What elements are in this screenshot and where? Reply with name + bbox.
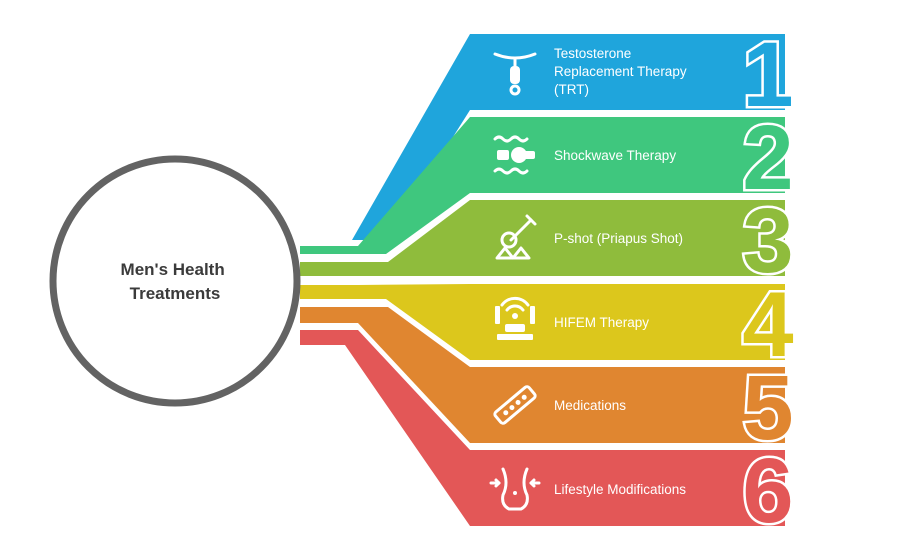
- treatment-item-shockwave: Shockwave Therapy 2: [493, 105, 796, 212]
- hifem-label-line1: HIFEM Therapy: [554, 315, 649, 330]
- iud-device-icon: [493, 52, 537, 96]
- hub-ring: [49, 155, 301, 407]
- hub-circle-fill: [53, 159, 297, 403]
- treatment-number-1: 1: [742, 24, 793, 126]
- ribbon-lifestyle: [300, 330, 785, 526]
- hub-title-line1: Men's Health: [121, 260, 225, 279]
- treatment-ribbons: [300, 34, 785, 526]
- ribbon-medications: [300, 307, 785, 443]
- treatment-label-lifestyle: Lifestyle Modifications: [554, 482, 686, 497]
- hifem-machine-icon: [495, 296, 535, 340]
- ribbon-p-shot: [300, 200, 785, 276]
- treatment-item-p-shot: P-shot (Priapus Shot) 3: [495, 188, 796, 295]
- ribbon-hifem: [300, 284, 785, 360]
- hub-title-line2: Treatments: [130, 284, 221, 303]
- treatment-label-medications: Medications: [554, 398, 626, 413]
- shockwave-device-icon: [493, 135, 535, 175]
- treatment-label-p-shot: P-shot (Priapus Shot): [554, 231, 683, 246]
- treatment-label-hifem: HIFEM Therapy: [554, 315, 649, 330]
- ribbon-shockwave: [300, 117, 785, 254]
- lifestyle-label-line1: Lifestyle Modifications: [554, 482, 686, 497]
- ribbon-trt: [300, 34, 785, 240]
- hub-title: Men's Health Treatments: [121, 260, 230, 303]
- trt-label-line2: Replacement Therapy: [554, 64, 687, 79]
- treatment-number-4: 4: [742, 274, 793, 376]
- treatment-item-medications: Medications 5: [493, 355, 796, 462]
- medication-strip-icon: [493, 385, 537, 425]
- treatment-number-6: 6: [742, 440, 793, 542]
- treatment-number-3: 3: [742, 190, 793, 292]
- treatment-label-shockwave: Shockwave Therapy: [554, 148, 676, 163]
- treatment-number-5: 5: [742, 357, 793, 459]
- trt-label-line1: Testosterone: [554, 46, 631, 61]
- p-shot-label-line1: P-shot (Priapus Shot): [554, 231, 683, 246]
- trt-label-line3: (TRT): [554, 82, 589, 97]
- waist-measure-icon: [489, 467, 541, 511]
- treatment-item-trt: Testosterone Replacement Therapy (TRT) 1: [493, 22, 796, 129]
- injection-icon: [495, 214, 537, 260]
- treatment-item-lifestyle: Lifestyle Modifications 6: [489, 438, 796, 544]
- treatment-number-2: 2: [742, 107, 793, 209]
- treatment-item-hifem: HIFEM Therapy 4: [495, 272, 796, 379]
- medications-label-line1: Medications: [554, 398, 626, 413]
- treatment-label-trt: Testosterone Replacement Therapy (TRT): [554, 46, 690, 97]
- shockwave-label-line1: Shockwave Therapy: [554, 148, 676, 163]
